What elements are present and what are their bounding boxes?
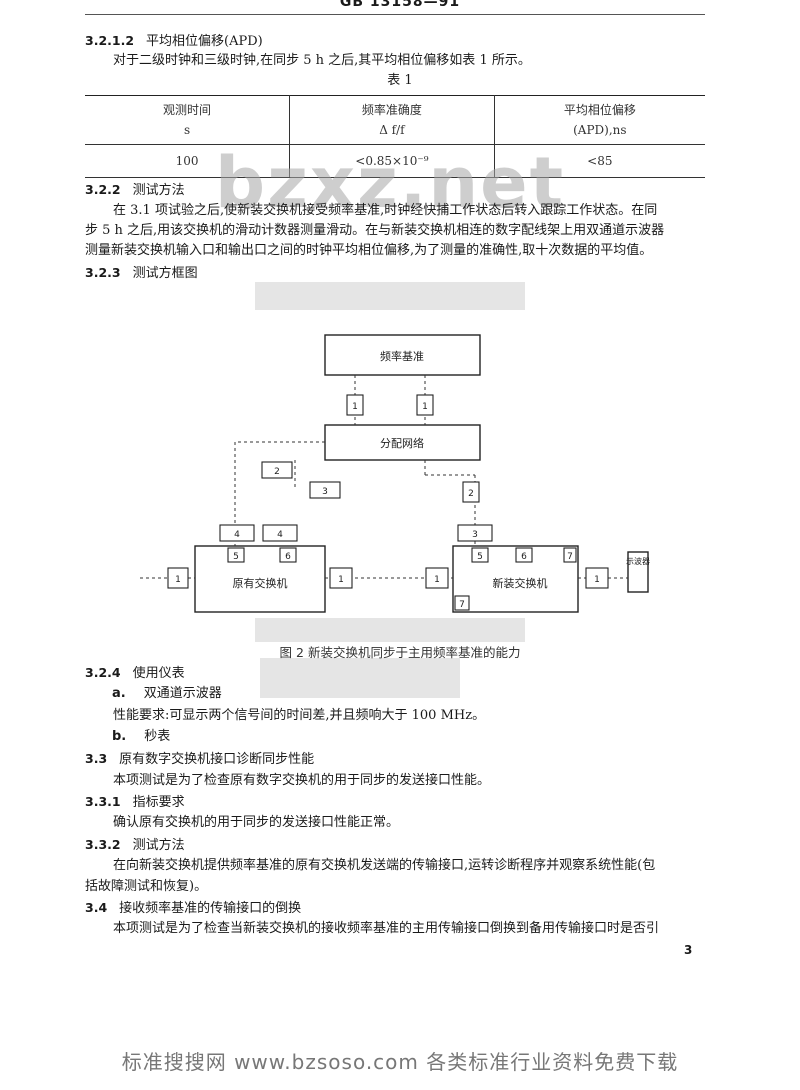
new-exchange-box xyxy=(452,545,579,613)
frequency-reference-box xyxy=(324,334,481,376)
paragraph: 对于二级时钟和三级时钟,在同步 5 h 之后,其平均相位偏移如表 1 所示。 xyxy=(113,53,531,68)
label-box xyxy=(167,567,189,589)
scan-artifact xyxy=(260,658,460,698)
table-cell: <0.85×10⁻⁹ xyxy=(289,144,495,178)
box-label: 3 xyxy=(322,487,328,497)
page-number: 3 xyxy=(684,943,693,957)
label-box xyxy=(457,524,493,542)
label-box xyxy=(346,394,364,416)
label-box xyxy=(585,567,609,589)
header-rule xyxy=(85,14,705,15)
box-label: 4 xyxy=(277,530,283,540)
section-number: 3.2.1.2 xyxy=(85,33,135,48)
paragraph-line: 测量新装交换机输入口和输出口之间的时钟平均相位偏移,为了测量的准确性,取十次数据… xyxy=(85,243,653,258)
label-box xyxy=(471,547,489,563)
paragraph: 确认原有交换机的用于同步的发送接口性能正常。 xyxy=(113,815,400,830)
section-3-2-1-2: 3.2.1.2 平均相位偏移(APD) xyxy=(85,32,263,51)
paragraph: 本项测试是为了检查原有数字交换机的用于同步的发送接口性能。 xyxy=(113,773,491,788)
box-label: 3 xyxy=(472,530,478,540)
table-cell: 100 xyxy=(85,144,291,178)
box-label: 5 xyxy=(477,552,483,562)
label-box xyxy=(261,461,293,479)
document-code: GB 13158—91 xyxy=(339,0,461,10)
box-label: 1 xyxy=(594,575,600,585)
existing-exchange-box xyxy=(194,545,326,613)
label-box xyxy=(329,567,353,589)
box-label: 5 xyxy=(233,552,239,562)
label-box xyxy=(425,567,449,589)
performance-requirement: 性能要求:可显示两个信号间的时间差,并且频响大于 100 MHz。 xyxy=(113,708,486,723)
table-cell: <85 xyxy=(493,144,705,178)
scan-artifact xyxy=(255,282,525,310)
paragraph-line: 在向新装交换机提供频率基准的原有交换机发送端的传输接口,运转诊断程序并观察系统性… xyxy=(113,858,656,873)
new-exchange-label: 新装交换机 xyxy=(493,576,548,590)
oscilloscope-box xyxy=(627,551,649,593)
label-box xyxy=(563,547,577,563)
figure-caption: 图 2 新装交换机同步于主用频率基准的能力 xyxy=(279,645,521,660)
list-item-a: a.双通道示波器 xyxy=(112,686,222,701)
paragraph-line: 步 5 h 之后,用该交换机的滑动计数器测量滑动。在与新装交换机相连的数字配线架… xyxy=(85,223,665,238)
label-box xyxy=(454,595,470,611)
box-label: 4 xyxy=(234,530,240,540)
frequency-reference-label: 频率基准 xyxy=(380,349,424,363)
label-box xyxy=(515,547,533,563)
label-box xyxy=(309,481,341,499)
box-label: 6 xyxy=(285,552,291,562)
table-row: 100 <0.85×10⁻⁹ <85 xyxy=(85,144,705,178)
label-box xyxy=(227,547,245,563)
paragraph-line: 在 3.1 项试验之后,使新装交换机接受频率基准,时钟经快捕工作状态后转入跟踪工… xyxy=(113,203,658,218)
table-caption: 表 1 xyxy=(387,73,413,88)
box-label: 7 xyxy=(567,552,573,562)
scan-artifact xyxy=(255,618,525,642)
table-header-cell: 平均相位偏移(APD),ns xyxy=(493,95,705,145)
distribution-network-label: 分配网络 xyxy=(380,436,424,450)
footer-banner: 标准搜搜网 www.bzsoso.com 各类标准行业资料免费下载 xyxy=(121,1050,679,1074)
connection-lines xyxy=(140,375,628,579)
box-label: 6 xyxy=(521,552,527,562)
label-box xyxy=(279,547,297,563)
box-label: 1 xyxy=(175,575,181,585)
box-label: 1 xyxy=(352,402,358,412)
existing-exchange-label: 原有交换机 xyxy=(233,576,288,590)
section-title: 平均相位偏移(APD) xyxy=(146,34,263,49)
box-label: 2 xyxy=(468,489,474,499)
oscilloscope-label: 示波器 xyxy=(626,556,650,566)
paragraph-line: 括故障测试和恢复)。 xyxy=(85,879,208,894)
label-box xyxy=(262,524,298,542)
label-box xyxy=(462,481,480,503)
label-box xyxy=(219,524,255,542)
box-label: 7 xyxy=(459,600,465,610)
block-diagram: 频率基准 分配网络 原有交换机 新装交换机 示波器 1 1 2 3 2 4 4 … xyxy=(140,334,650,613)
label-box xyxy=(416,394,434,416)
box-label: 1 xyxy=(434,575,440,585)
paragraph: 本项测试是为了检查当新装交换机的接收频率基准的主用传输接口倒换到备用传输接口时是… xyxy=(113,921,660,936)
box-label: 1 xyxy=(338,575,344,585)
list-item-b: b.秒表 xyxy=(112,729,171,744)
box-label: 1 xyxy=(422,402,428,412)
box-label: 2 xyxy=(274,467,280,477)
